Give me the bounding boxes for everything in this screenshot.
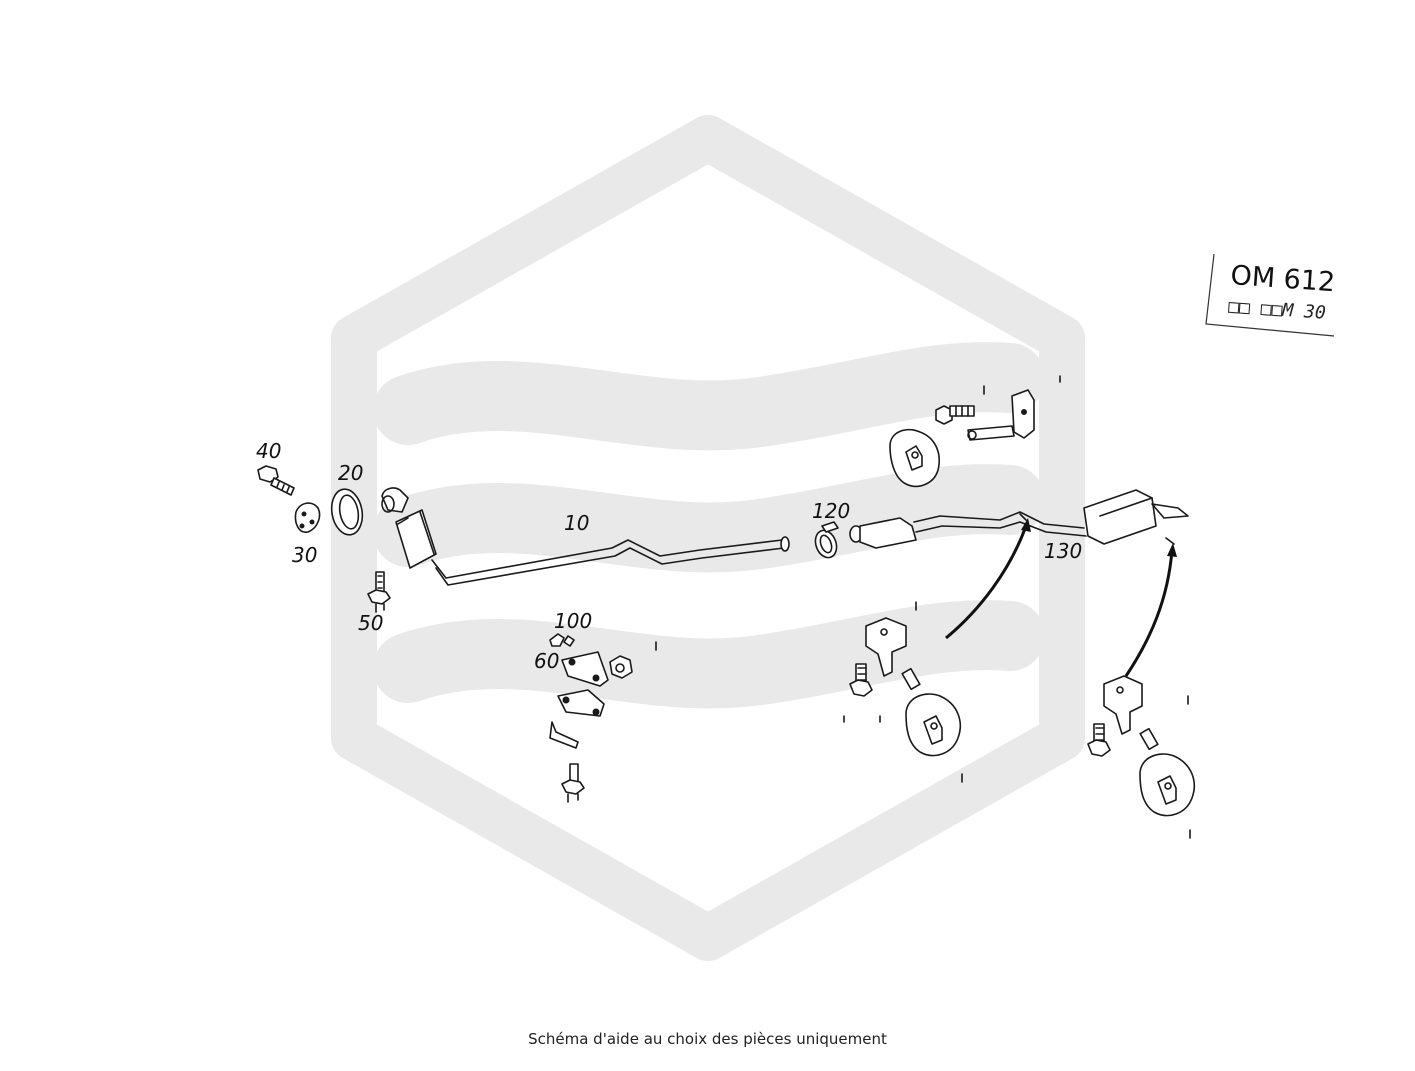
callout-40: 40 [256,439,281,463]
callout-20: 20 [338,461,363,485]
part-40-bolt[interactable] [257,465,295,496]
callout-labels: 40 30 20 50 10 100 60 120 130 [256,439,1082,673]
callout-130: 130 [1044,539,1082,563]
part-120-clamp[interactable] [812,521,840,561]
part-20-seal-ring[interactable] [328,487,366,538]
part-10-front-pipe[interactable] [381,487,790,586]
part-130-rear-silencer[interactable] [849,489,1189,549]
hanger-lower-right[interactable] [1087,675,1196,817]
callout-50: 50 [358,611,383,635]
part-30-clamp[interactable] [294,502,321,533]
engine-code-label: OM 612 □□ □□M 30 [1205,253,1337,337]
part-100-bracket-assembly[interactable] [549,633,633,803]
drawing-marks [655,375,1191,839]
engine-subcode: □□ □□M 30 [1228,296,1327,324]
callout-120: 120 [812,499,850,523]
part-50-stud[interactable] [367,571,391,613]
engine-code: OM 612 [1230,260,1337,298]
hanger-upper[interactable] [889,389,1035,488]
callout-60: 60 [534,649,559,673]
locator-arrows [945,518,1177,677]
callout-100: 100 [554,609,592,633]
hanger-lower-left[interactable] [849,617,962,757]
watermark-logo [331,115,1085,961]
caption: Schéma d'aide au choix des pièces unique… [528,1030,887,1048]
callout-10: 10 [564,511,589,535]
callout-30: 30 [292,543,317,567]
